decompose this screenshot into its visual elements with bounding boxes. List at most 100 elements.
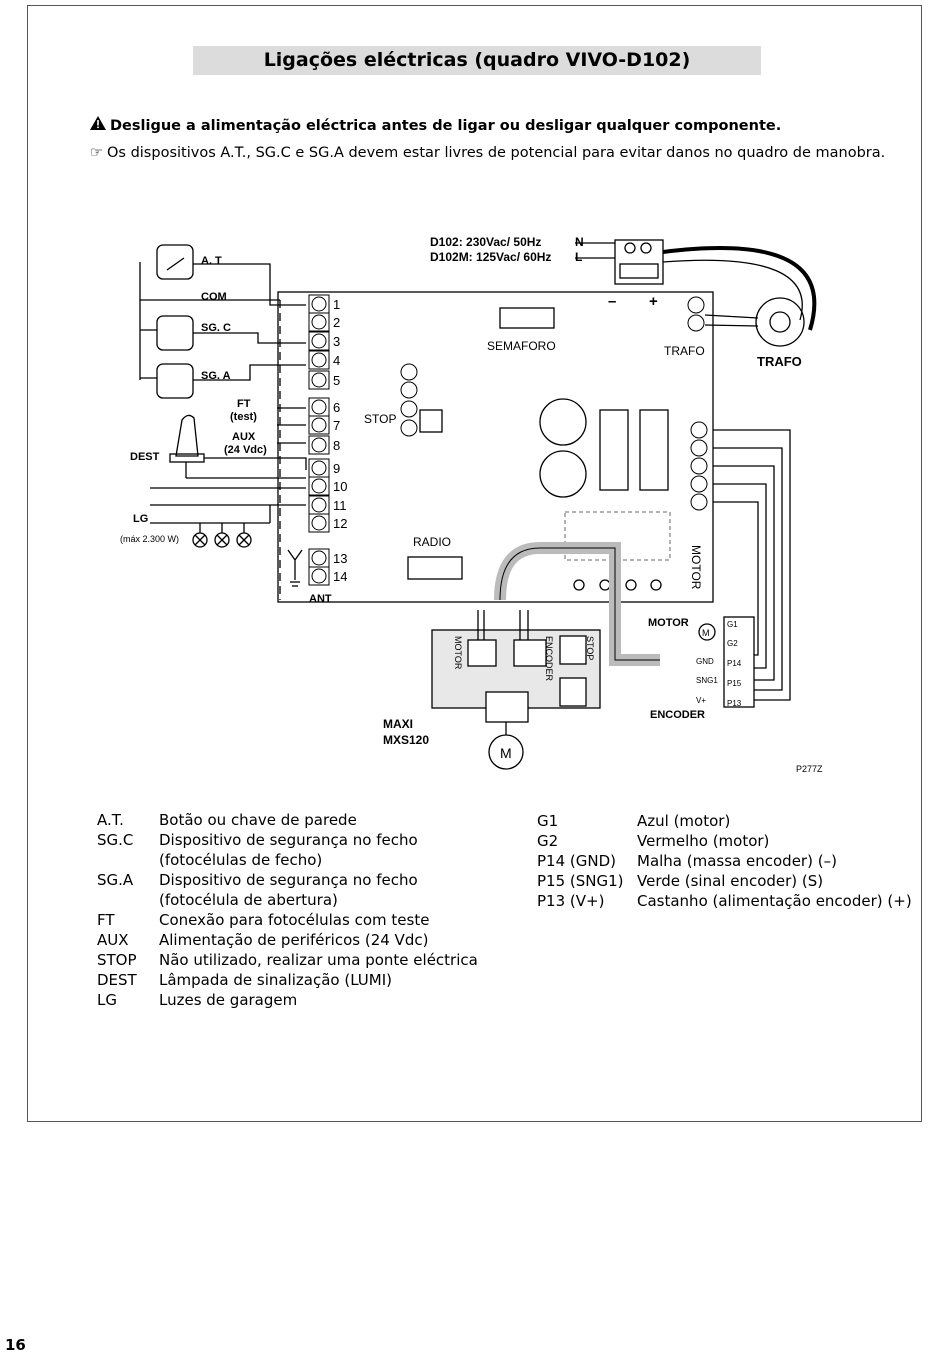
- supply-d102m: D102M: 125Vac/ 60Hz: [430, 250, 551, 264]
- legend-value: Azul (motor): [637, 812, 731, 830]
- legend-row: A.T.Botão ou chave de parede: [97, 810, 478, 830]
- mxs-motor-m-label: M: [500, 745, 512, 761]
- radio-connector: [407, 556, 463, 580]
- terminal-number: 2: [333, 315, 340, 330]
- terminal-number: 6: [333, 400, 340, 415]
- figure-code: P277Z: [796, 764, 823, 774]
- terminal-screw: [311, 314, 327, 330]
- terminal-number: 12: [333, 516, 347, 531]
- legend-value: Malha (massa encoder) (–): [637, 852, 837, 870]
- legend-value: Verde (sinal encoder) (S): [637, 872, 824, 890]
- encoder-pin-label: SNG1: [696, 676, 718, 685]
- terminal-number: 11: [333, 498, 347, 513]
- legend-value: Conexão para fotocélulas com teste: [159, 911, 430, 929]
- legend-key: P15 (SNG1): [537, 872, 624, 890]
- note-text-row: ☞Os dispositivos A.T., SG.C e SG.A devem…: [90, 145, 885, 161]
- legend-value: Não utilizado, realizar uma ponte eléctr…: [159, 951, 478, 969]
- mxs-label: MXS120: [383, 733, 429, 747]
- terminal-number: 1: [333, 297, 340, 312]
- mxs-motor-text: MOTOR: [453, 636, 463, 670]
- encoder-terminal-label: G2: [727, 639, 738, 648]
- board-motor-label: MOTOR: [689, 545, 703, 590]
- legend-row: LG Luzes de garagem: [97, 990, 478, 1010]
- encoder-pin-label: V+: [696, 696, 706, 705]
- warning-text: Desligue a alimentação eléctrica antes d…: [110, 118, 782, 134]
- terminal-number: 4: [333, 353, 340, 368]
- encoder-terminal-label: P15: [727, 679, 742, 688]
- line-label: L: [575, 250, 582, 264]
- encoder-motor-label: MOTOR: [648, 617, 689, 629]
- terminal-screw: [311, 437, 327, 453]
- warning-icon: [90, 116, 106, 134]
- terminal-screw: [311, 352, 327, 368]
- terminal-screw: [311, 372, 327, 388]
- legend-key: G2: [537, 832, 559, 850]
- motor-terminal: [690, 493, 708, 511]
- motor-terminal: [690, 439, 708, 457]
- legend-row: FT Conexão para fotocélulas com teste: [97, 910, 478, 930]
- terminal-number: 8: [333, 438, 340, 453]
- page-frame: [27, 5, 922, 1122]
- terminal-number: 7: [333, 418, 340, 433]
- legend-key: LG: [97, 991, 117, 1009]
- legend-value: Luzes de garagem: [159, 991, 298, 1009]
- encoder-terminal-label: P14: [727, 659, 742, 668]
- at-switch: [156, 244, 194, 280]
- stop-terminal: [400, 400, 418, 418]
- terminal-screw: [311, 550, 327, 566]
- legend-value: Dispositivo de segurança no fecho: [159, 831, 418, 849]
- legend-value: (fotocélula de abertura): [159, 891, 338, 909]
- legend-key: P14 (GND): [537, 852, 616, 870]
- terminal-number: 9: [333, 461, 340, 476]
- neutral-label: N: [575, 235, 584, 249]
- stop-terminal: [400, 363, 418, 381]
- legend-key: SG.C: [97, 831, 134, 849]
- legend-value: Castanho (alimentação encoder) (+): [637, 892, 912, 910]
- sga-device: [156, 363, 194, 399]
- terminal-number: 13: [333, 551, 347, 566]
- encoder-label: ENCODER: [650, 709, 705, 721]
- motor-terminal: [690, 475, 708, 493]
- terminal-screw: [311, 497, 327, 513]
- trafo-label: TRAFO: [757, 354, 802, 369]
- minus-label: –: [608, 293, 616, 310]
- legend-key: [97, 890, 159, 910]
- terminal-number: 3: [333, 334, 340, 349]
- stop-label: STOP: [364, 412, 396, 426]
- terminal-screw: [311, 399, 327, 415]
- page-title: Ligações eléctricas (quadro VIVO-D102): [193, 46, 761, 75]
- sgc-device: [156, 315, 194, 351]
- sga-label: SG. A: [201, 370, 231, 382]
- note-text: Os dispositivos A.T., SG.C e SG.A devem …: [107, 145, 886, 161]
- motor-terminal: [690, 421, 708, 439]
- at-label: A. T: [201, 255, 222, 267]
- trafo-terminal: [687, 296, 705, 314]
- legend-row: (fotocélula de abertura): [97, 890, 478, 910]
- legend-row: P13 (V+)Castanho (alimentação encoder) (…: [537, 891, 912, 911]
- mxs-stop-text: STOP: [585, 636, 595, 660]
- board-trafo-label: TRAFO: [664, 344, 705, 358]
- sgc-label: SG. C: [201, 322, 231, 334]
- encoder-pin-label: GND: [696, 657, 714, 666]
- lg-max-label: (máx 2.300 W): [120, 534, 179, 544]
- ft-test-label: (test): [230, 411, 257, 423]
- plus-label: +: [649, 293, 658, 310]
- encoder-terminal-label: P13: [727, 699, 742, 708]
- warning-text-row: Desligue a alimentação eléctrica antes d…: [90, 116, 781, 134]
- legend-value: Vermelho (motor): [637, 832, 770, 850]
- motor-terminal: [690, 457, 708, 475]
- lg-label: LG: [133, 513, 148, 525]
- legend-key: FT: [97, 911, 115, 929]
- control-board: [277, 291, 714, 603]
- terminal-number: 5: [333, 373, 340, 388]
- legend-key: [97, 850, 159, 870]
- stop-terminal-strip: [400, 363, 418, 437]
